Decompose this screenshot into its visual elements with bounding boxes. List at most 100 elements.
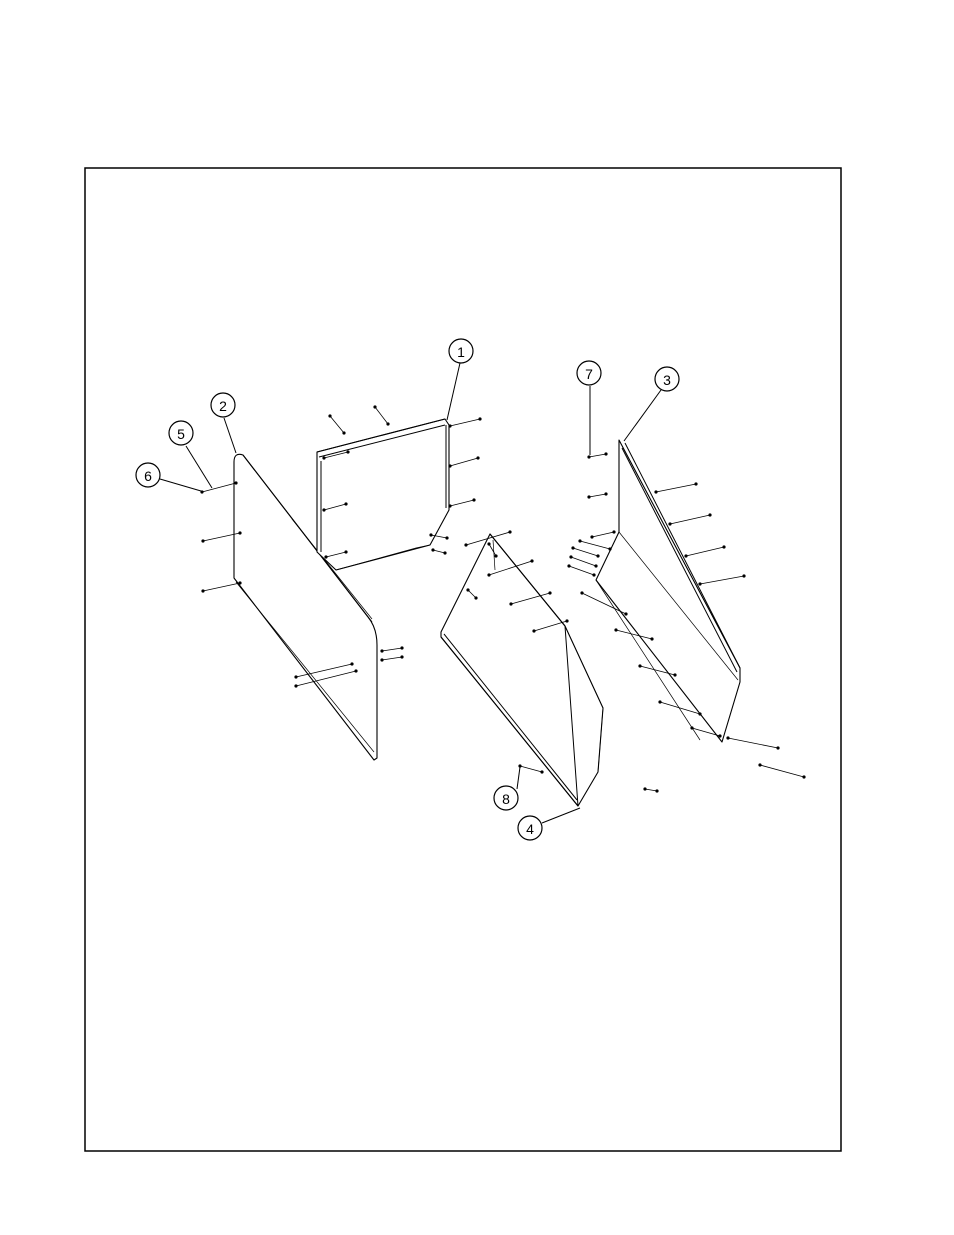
- bolt-end: [380, 649, 383, 652]
- bolt-shaft: [569, 566, 594, 575]
- bolt-end: [478, 417, 481, 420]
- bolt-end: [466, 588, 469, 591]
- bolt-end: [464, 543, 467, 546]
- bolt-end: [594, 564, 597, 567]
- callout-balloon-3: 3: [655, 367, 679, 391]
- bolt-end: [698, 582, 701, 585]
- bolt-end: [508, 530, 511, 533]
- bolt-end: [354, 669, 357, 672]
- bolt-end: [294, 684, 297, 687]
- bolt-shaft: [571, 557, 596, 566]
- bolt-end: [604, 452, 607, 455]
- callout-label-8: 8: [502, 791, 510, 807]
- bolt-end: [234, 481, 237, 484]
- bolt-end: [487, 573, 490, 576]
- bolt-end: [344, 502, 347, 505]
- bolt-end: [608, 547, 611, 550]
- panel-part-1: [317, 419, 449, 570]
- callout-label-7: 7: [585, 366, 593, 382]
- bolt-shaft: [656, 484, 696, 492]
- bolt-end: [238, 531, 241, 534]
- bolt-end: [494, 554, 497, 557]
- callout-label-3: 3: [663, 372, 671, 388]
- bolt-end: [565, 619, 568, 622]
- bolt-end: [614, 628, 617, 631]
- bolt-end: [429, 533, 432, 536]
- bolt-shaft: [670, 515, 710, 524]
- panel-part-4: [441, 534, 603, 806]
- bolt-end: [448, 464, 451, 467]
- bolt-end: [540, 770, 543, 773]
- bolt-end: [346, 450, 349, 453]
- bolt-end: [580, 591, 583, 594]
- bolt-end: [708, 513, 711, 516]
- bolt-end: [569, 555, 572, 558]
- bolt-shaft: [728, 738, 778, 748]
- bolt-shaft: [589, 494, 606, 497]
- bolt-shaft: [580, 541, 610, 549]
- callout-balloon-6: 6: [136, 463, 160, 487]
- bolt-end: [474, 596, 477, 599]
- bolt-end: [380, 658, 383, 661]
- callout-balloon-2: 2: [211, 393, 235, 417]
- callout-label-2: 2: [219, 398, 227, 414]
- bolt-end: [578, 539, 581, 542]
- bolt-end: [342, 431, 345, 434]
- bolt-shaft: [573, 548, 598, 556]
- bolt-end: [758, 763, 761, 766]
- bolt-end: [201, 539, 204, 542]
- bolt-shaft: [450, 500, 474, 506]
- bolt-shaft: [203, 583, 240, 591]
- callout-label-5: 5: [177, 426, 185, 442]
- bolt-end: [742, 574, 745, 577]
- bolt-end: [294, 675, 297, 678]
- bolt-end: [350, 662, 353, 665]
- bolt-end: [673, 673, 676, 676]
- bolt-end: [638, 664, 641, 667]
- bolt-end: [431, 548, 434, 551]
- bolt-shaft: [330, 416, 344, 433]
- callout-label-6: 6: [144, 468, 152, 484]
- callout-balloon-4: 4: [518, 816, 542, 840]
- bolt-end: [509, 602, 512, 605]
- bolt-end: [650, 637, 653, 640]
- bolt-end: [590, 535, 593, 538]
- bolt-end: [400, 655, 403, 658]
- bolt-shaft: [645, 789, 657, 791]
- bolt-end: [201, 589, 204, 592]
- bolt-end: [373, 405, 376, 408]
- bolt-end: [690, 726, 693, 729]
- callout-label-1: 1: [457, 344, 465, 360]
- bolt-end: [238, 581, 241, 584]
- bolt-end: [448, 424, 451, 427]
- bolt-end: [567, 564, 570, 567]
- bolt-end: [530, 559, 533, 562]
- bolt-shaft: [686, 547, 724, 556]
- callout-label-4: 4: [526, 821, 534, 837]
- bolt-end: [612, 530, 615, 533]
- callout-balloon-7: 7: [577, 361, 601, 385]
- bolt-end: [571, 546, 574, 549]
- bolt-end: [604, 492, 607, 495]
- bolt-end: [487, 542, 490, 545]
- bolt-end: [476, 456, 479, 459]
- bolt-end: [592, 573, 595, 576]
- bolt-end: [698, 712, 701, 715]
- bolt-shaft: [433, 550, 445, 553]
- bolt-end: [722, 545, 725, 548]
- bolt-shaft: [382, 648, 402, 651]
- bolt-shaft: [760, 765, 804, 777]
- bolt-end: [776, 746, 779, 749]
- bolt-end: [548, 591, 551, 594]
- bolt-end: [596, 554, 599, 557]
- bolt-end: [684, 554, 687, 557]
- bolt-shaft: [700, 576, 744, 584]
- bolt-end: [718, 734, 721, 737]
- bolt-shaft: [450, 458, 478, 466]
- bolt-end: [445, 536, 448, 539]
- bolt-end: [322, 456, 325, 459]
- bolt-shaft: [450, 419, 480, 426]
- bolt-end: [448, 504, 451, 507]
- bolt-end: [443, 551, 446, 554]
